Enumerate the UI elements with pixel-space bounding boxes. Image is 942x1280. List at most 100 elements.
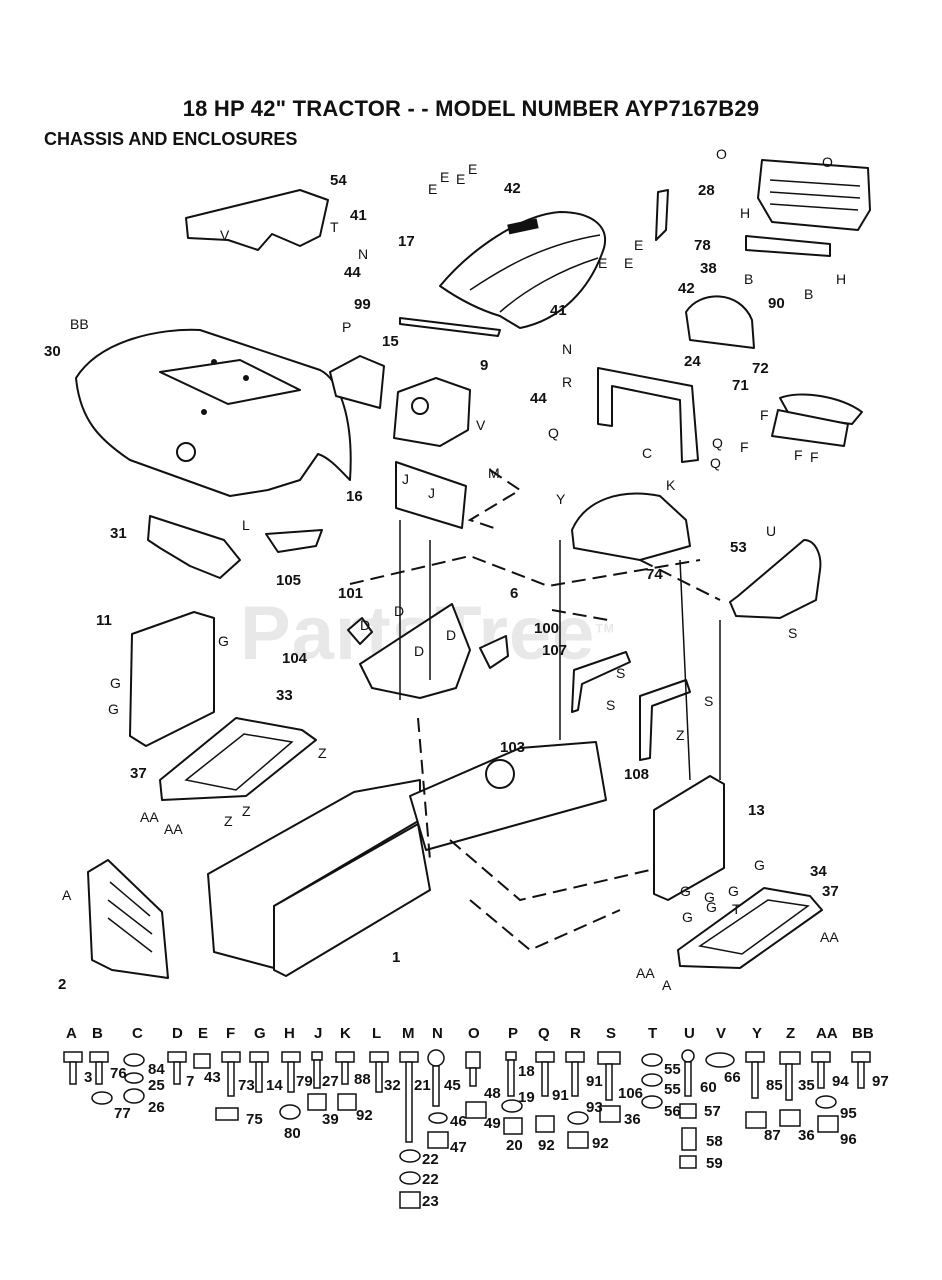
part-label: 78	[694, 237, 711, 254]
hardware-number: 3	[84, 1069, 93, 1086]
ref-letter: AA	[140, 809, 159, 825]
ref-letter: Z	[318, 745, 327, 761]
part-label: 101	[338, 585, 364, 602]
hardware-number: 66	[724, 1069, 741, 1086]
hardware-number: 32	[384, 1077, 401, 1094]
hardware-column-header: M	[402, 1025, 415, 1042]
ref-letter: AA	[820, 929, 839, 945]
hardware-number: 36	[798, 1127, 815, 1144]
part-label: 2	[58, 976, 67, 993]
hardware-number: 21	[414, 1077, 431, 1094]
hardware-number: 36	[624, 1111, 641, 1128]
part-74-plate	[571, 492, 691, 561]
ref-letter: K	[666, 477, 676, 493]
part-17-hood	[439, 211, 607, 329]
ref-letter: E	[468, 161, 478, 177]
ref-letter: S	[788, 625, 798, 641]
part-label: 28	[698, 182, 715, 199]
ref-letter: G	[754, 857, 765, 873]
part-label: 24	[684, 353, 701, 370]
part-6-plate	[359, 603, 471, 699]
hardware-number: 95	[840, 1105, 857, 1122]
hardware-number: 39	[322, 1111, 339, 1128]
hardware-number: 96	[840, 1131, 857, 1148]
part-1-frame-rail	[273, 823, 431, 977]
part-label: 16	[346, 488, 363, 505]
hardware-number: 55	[664, 1081, 681, 1098]
part-105-block	[265, 529, 323, 553]
part-31-bracket	[147, 515, 241, 579]
ref-letter: S	[606, 697, 616, 713]
hardware-column-header: Z	[786, 1025, 796, 1042]
hardware-number: 43	[204, 1069, 221, 1086]
ref-letter: E	[624, 255, 634, 271]
hardware-number: 35	[798, 1077, 815, 1094]
part-label: 54	[330, 172, 347, 189]
part-108-bracket	[639, 679, 691, 761]
hardware-column-header: J	[314, 1025, 323, 1042]
hardware-number: 19	[518, 1089, 535, 1106]
ref-letter: G	[110, 675, 121, 691]
ref-letter: G	[218, 633, 229, 649]
ref-letter: G	[108, 701, 119, 717]
part-13-panel	[653, 775, 725, 901]
part-label: 71	[732, 377, 749, 394]
ref-letter: O	[822, 154, 833, 170]
hardware-number: 106	[618, 1085, 644, 1102]
part-38-bracket	[745, 235, 831, 257]
ref-letter: V	[476, 417, 486, 433]
hardware-number: 87	[764, 1127, 781, 1144]
hardware-number: 92	[538, 1137, 555, 1154]
hardware-column-header: D	[172, 1025, 183, 1042]
hardware-column-header: Q	[538, 1025, 550, 1042]
hardware-number: 93	[586, 1099, 603, 1116]
hardware-column-header: H	[284, 1025, 295, 1042]
ref-letter: Y	[556, 491, 566, 507]
hardware-number: 94	[832, 1073, 849, 1090]
ref-letter: AA	[164, 821, 183, 837]
part-label: 6	[510, 585, 519, 602]
section-title: CHASSIS AND ENCLOSURES	[44, 129, 298, 149]
part-label: 74	[646, 566, 663, 583]
part-9-console	[393, 377, 471, 447]
part-label: 41	[350, 207, 367, 224]
ref-letter: R	[562, 374, 573, 390]
hardware-number: 60	[700, 1079, 717, 1096]
hardware-column-header: P	[508, 1025, 519, 1042]
hardware-number: 56	[664, 1103, 681, 1120]
ref-letter: E	[634, 237, 644, 253]
part-label: 42	[678, 280, 695, 297]
part-label: 44	[530, 390, 547, 407]
part-11-panel	[129, 611, 215, 747]
ref-letter: Q	[712, 435, 723, 451]
ref-letter: J	[428, 485, 435, 501]
page-title: 18 HP 42" TRACTOR - - MODEL NUMBER AYP71…	[182, 96, 760, 121]
part-16-bracket	[395, 461, 467, 529]
ref-letter: Q	[548, 425, 559, 441]
ref-letter: D	[414, 643, 425, 659]
part-label: 100	[534, 620, 560, 637]
ref-letter: C	[642, 445, 653, 461]
ref-letter: BB	[70, 316, 89, 332]
ref-letter: H	[740, 205, 751, 221]
part-99-rod	[399, 317, 501, 337]
hardware-number: 27	[322, 1073, 339, 1090]
ref-letter: F	[760, 407, 769, 423]
hardware-number: 46	[450, 1113, 467, 1130]
hardware-number: 26	[148, 1099, 165, 1116]
part-101-clip	[347, 617, 373, 645]
hardware-number: 25	[148, 1077, 165, 1094]
part-54-shape	[185, 189, 329, 251]
part-30-dash	[75, 328, 352, 497]
hardware-column-header: O	[468, 1025, 480, 1042]
part-label: 104	[282, 650, 308, 667]
part-label: 107	[542, 642, 568, 659]
part-label: 42	[504, 180, 521, 197]
hardware-number: 85	[766, 1077, 783, 1094]
part-label: 108	[624, 766, 650, 783]
part-label: 105	[276, 572, 302, 589]
hardware-number: 48	[484, 1085, 501, 1102]
ref-letter: G	[704, 889, 715, 905]
ref-letter: M	[488, 465, 500, 481]
